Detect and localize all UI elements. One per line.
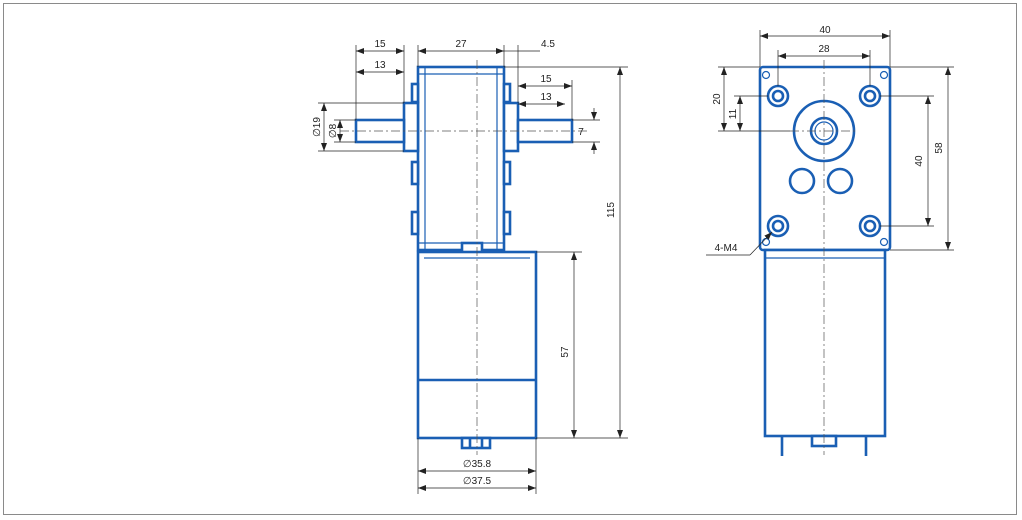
gearbox-tabs <box>410 82 512 236</box>
dim-7: 7 <box>578 127 584 138</box>
thread-callout: 4-M4 <box>715 243 738 254</box>
dim-13-right: 13 <box>540 92 552 103</box>
dim-57: 57 <box>560 346 571 358</box>
front-view <box>758 60 892 456</box>
dim-15-right: 15 <box>540 74 552 85</box>
dim-d8: ∅8 <box>328 123 339 138</box>
dim-27: 27 <box>455 39 467 50</box>
front-view-dimensions: 40 28 20 11 40 58 4-M4 <box>706 25 954 256</box>
dim-d35-8: ∅35.8 <box>463 459 492 470</box>
mounting-hole-bottom-left <box>766 214 790 238</box>
dim-4-5: 4.5 <box>541 39 555 50</box>
dim-40-top: 40 <box>819 25 831 36</box>
dim-58: 58 <box>934 142 945 154</box>
left-hub <box>402 101 420 153</box>
dim-20: 20 <box>712 93 723 105</box>
motor-terminal <box>460 436 492 450</box>
drawing-frame <box>3 3 1017 515</box>
motor-can-front <box>763 248 887 438</box>
gear-hole-left <box>788 167 816 195</box>
side-view <box>340 60 590 455</box>
dim-11: 11 <box>728 108 739 119</box>
dim-15: 15 <box>374 39 386 50</box>
side-view-dimensions: 15 13 27 4.5 15 13 ∅19 ∅8 7 <box>312 39 628 494</box>
right-hub <box>502 101 520 153</box>
dim-d37-5: ∅37.5 <box>463 476 492 487</box>
dim-115: 115 <box>606 202 617 218</box>
dim-28: 28 <box>818 44 830 55</box>
gearbox-body <box>416 65 506 252</box>
dim-d19: ∅19 <box>312 117 323 137</box>
dim-13: 13 <box>374 60 386 71</box>
gear-hole-right <box>826 167 854 195</box>
dim-40-vertical: 40 <box>914 155 925 167</box>
